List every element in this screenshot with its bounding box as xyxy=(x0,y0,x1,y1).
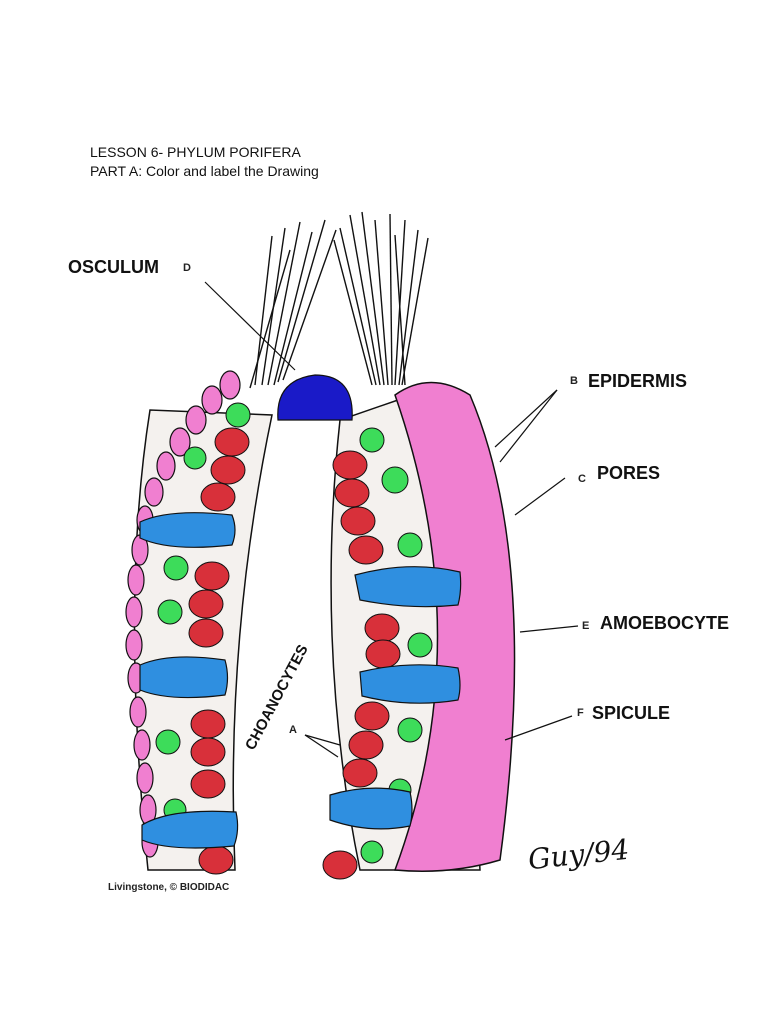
porocytes xyxy=(139,512,462,849)
epidermis-letter: B xyxy=(570,375,578,387)
osculum-spicules xyxy=(249,211,429,389)
pores-label: PORES xyxy=(597,463,661,483)
spicule-label: SPICULE xyxy=(592,703,671,723)
choanocytes-left xyxy=(188,427,250,875)
pores-letter: C xyxy=(578,473,586,485)
part-instructions: PART A: Color and label the Drawing xyxy=(90,163,319,179)
pointer-lines xyxy=(204,281,579,758)
amoebocytes xyxy=(155,402,433,864)
image-credit: Livingstone, © BIODIDAC xyxy=(108,882,230,893)
osculum-label: OSCULUM xyxy=(68,257,159,277)
amoebocyte-letter: E xyxy=(582,620,590,632)
worksheet-header: LESSON 6- PHYLUM PORIFERA PART A: Color … xyxy=(90,143,319,181)
epidermis-label: EPIDERMIS xyxy=(588,371,688,391)
epidermis-left xyxy=(125,370,241,858)
choanocytes-right xyxy=(322,450,401,880)
amoebocyte-label: AMOEBOCYTE xyxy=(600,613,730,633)
osculum-opening xyxy=(277,374,353,421)
osculum-letter: D xyxy=(183,262,191,274)
lesson-title: LESSON 6- PHYLUM PORIFERA xyxy=(90,144,301,160)
epidermis-right xyxy=(393,381,516,872)
spicule-letter: F xyxy=(577,707,584,719)
choanocytes-letter: A xyxy=(289,724,297,736)
